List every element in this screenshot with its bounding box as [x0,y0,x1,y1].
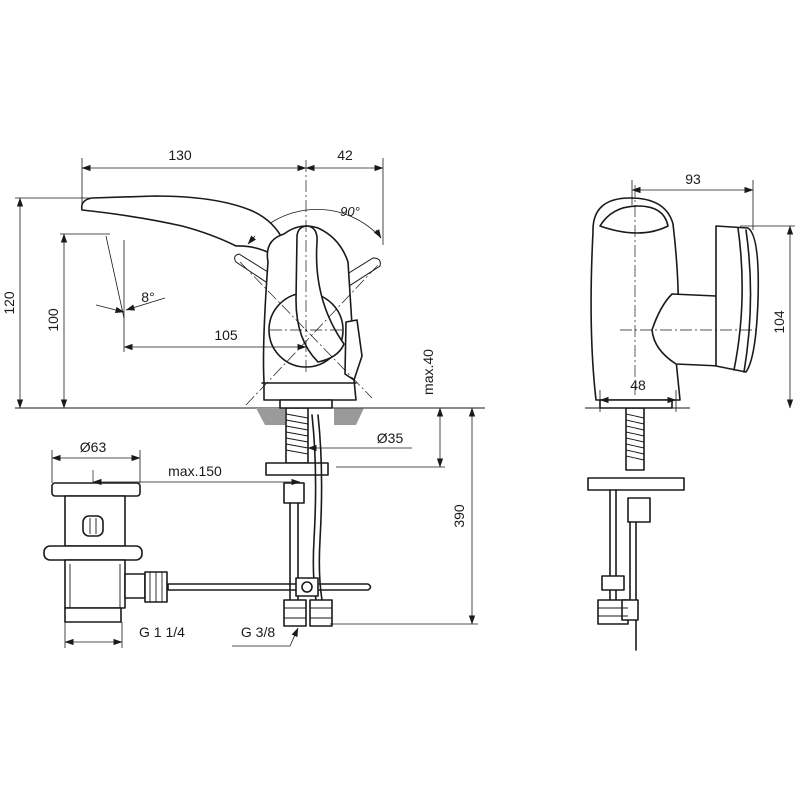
waste-body-lower [64,559,126,609]
dim-spout-angle: 8° [141,289,154,305]
dim-overall-height: 120 [1,291,17,315]
waste-tail [64,607,122,623]
handle-lever [295,225,345,363]
dim-axis-to-spout: 105 [214,327,238,343]
dimension-labels: 130 42 90° 8° 120 100 105 max.40 390 Ø35… [1,147,787,640]
dim-supply-length: 390 [451,504,467,528]
counter-section-left [256,408,285,425]
spout [80,195,285,263]
fixing-nut [283,482,305,504]
dim-spout-height: 100 [45,308,61,332]
dim-deck-thickness: max.40 [420,349,436,395]
dim-waste-thread: G 1 1/4 [139,624,185,640]
popup-rod [167,583,372,591]
dim-shank-diameter: Ø35 [377,430,404,446]
axis-diag-b [245,264,379,406]
side-collar [599,399,673,409]
shank-collar [279,399,333,409]
side-fitting-c [621,599,639,621]
dim-handle-offset: 42 [337,147,353,163]
waste-assembly [43,470,168,625]
waste-rod-connector [124,573,146,599]
side-lever [715,225,760,373]
dim-side-depth: 93 [685,171,701,187]
dim-waste-diameter: Ø63 [80,439,107,455]
side-fitting-a [601,575,625,591]
hose-fitting-left [283,599,307,627]
dimension-lines [15,158,795,648]
handle-tab [344,319,363,381]
counter-section-right [334,408,364,425]
side-body [590,197,681,401]
waste-cap [51,482,141,497]
dim-handle-angle: 90° [340,204,360,219]
waste-flange [43,545,143,561]
dim-side-height: 104 [771,310,787,334]
side-shank-thread [625,413,645,461]
side-top-cap [599,205,669,234]
hose-fitting-right [309,599,333,627]
dim-waste-rod: max.150 [168,463,222,479]
dim-supply-thread: G 3/8 [241,624,275,640]
dim-base-width: 48 [630,377,646,393]
side-view [585,185,760,651]
fixing-plate [265,462,329,476]
axis-diag-a [239,261,373,399]
shank-thread [285,413,309,455]
side-fixing-nut [627,497,651,523]
side-fixing-plate [587,477,685,491]
rod-clamp-screw [301,581,313,593]
dim-spout-reach: 130 [168,147,192,163]
waste-slot [82,515,104,537]
